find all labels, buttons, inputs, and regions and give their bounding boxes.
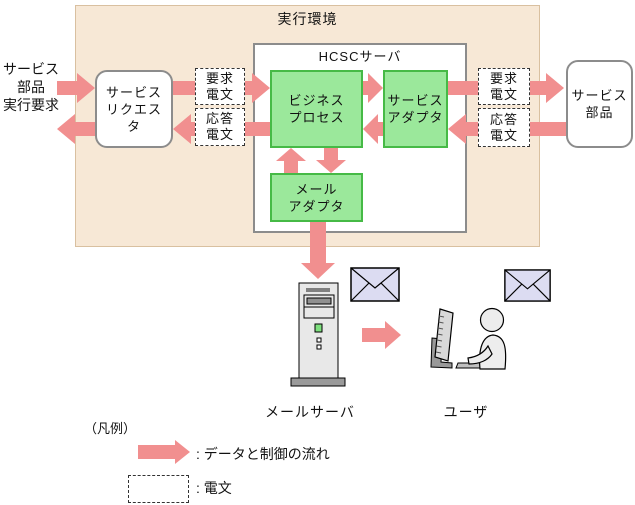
envelope-icon (504, 269, 551, 302)
user-icon (430, 307, 507, 370)
envelope-icon (350, 267, 400, 302)
response-message-box-left: 応答 電文 (195, 108, 245, 146)
service-requester-node: サービス リクエス タ (95, 70, 173, 148)
mail-server-caption: メールサーバ (265, 404, 355, 420)
legend-flow-label: : データと制御の流れ (196, 446, 330, 462)
service-adapter-node: サービス アダプタ (383, 70, 448, 148)
legend-title: （凡例） (84, 421, 137, 436)
business-process-node: ビジネス プロセス (270, 70, 363, 148)
mail-server-icon (290, 282, 346, 387)
user-caption: ユーザ (443, 404, 489, 420)
legend-message-label: : 電文 (196, 480, 232, 496)
request-message-box-left: 要求 電文 (195, 68, 245, 105)
flow-arrow-mailserver-to-user-icon (362, 321, 401, 349)
hcsc-server-label: HCSCサーバ (318, 49, 402, 64)
response-message-box-right: 応答 電文 (478, 108, 530, 147)
execution-environment-label: 実行環境 (277, 11, 338, 27)
request-message-box-right: 要求 電文 (478, 68, 530, 105)
legend-flow-arrow-icon (138, 440, 190, 464)
service-parts-node: サービス 部品 (566, 60, 633, 148)
mail-adapter-node: メール アダプタ (270, 173, 363, 222)
legend-message-box (128, 475, 189, 503)
service-parts-exec-request-caption: サービス 部品 実行要求 (3, 61, 59, 113)
